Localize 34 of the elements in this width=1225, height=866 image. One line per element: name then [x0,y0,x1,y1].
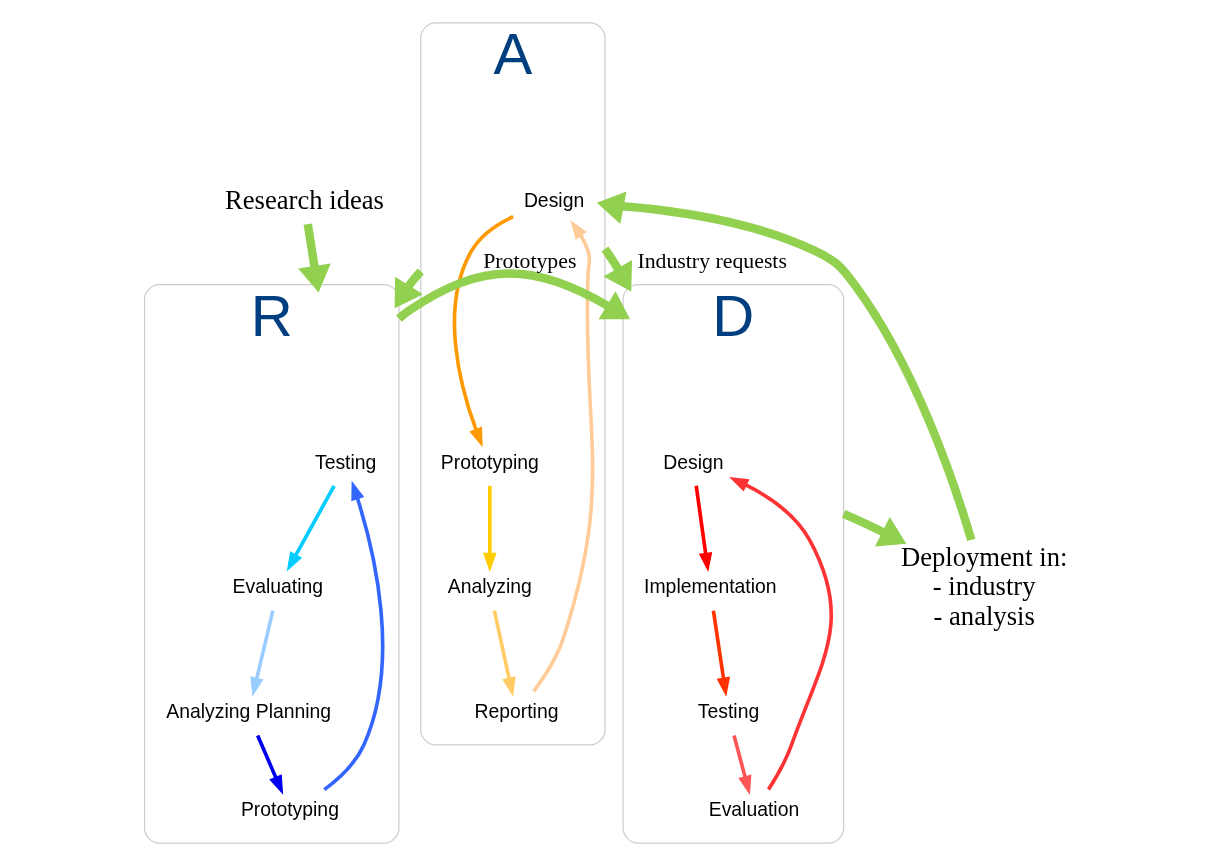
node-text: Deployment in: - industry - analysis [900,542,1068,631]
arrow [298,223,331,293]
arrow [532,219,595,693]
node-text: Testing [314,450,377,473]
arrow [492,610,516,697]
arrow [841,510,907,547]
node-text: Testing [697,700,760,723]
edge-label: Prototypes [483,249,577,274]
node-text: Analyzing Planning [166,700,332,723]
node-text: Design [663,450,724,473]
node-text: Analyzing [447,575,532,598]
arrow [596,191,976,542]
node-text: Prototyping [440,450,539,473]
arrow [286,484,336,572]
arrow [483,485,497,573]
node-text: Design [523,188,585,211]
arrow [729,477,833,791]
node-text: Evaluation [708,798,800,821]
arrow [711,610,731,697]
arrow [396,269,631,322]
arrow [694,485,713,573]
node-text: Reporting [474,700,559,723]
arrow [394,268,424,309]
arrow [452,215,514,448]
arrow [732,735,752,795]
node-text: Research ideas [224,184,384,215]
arrow [323,480,385,792]
node-text: Evaluating [232,575,324,598]
node-text: Implementation [644,575,777,598]
arrow [250,610,275,697]
arrow [601,246,633,292]
node-text: Prototyping [240,798,339,821]
edge-label: Industry requests [637,249,787,274]
arrow [256,734,284,795]
